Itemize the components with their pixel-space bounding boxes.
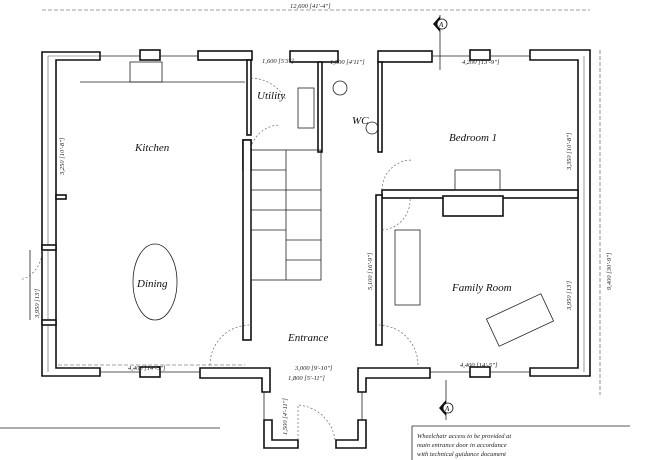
wheelchair-access-note: Wheelchair access to be provided at main… [0, 425, 630, 460]
sofa-icon [485, 293, 555, 347]
toilet-icon [332, 80, 348, 96]
room-label-wc: WC [352, 115, 369, 127]
svg-text:main entrance door in accordan: main entrance door in accordance [417, 442, 507, 449]
dim-utility: 1,600 [5'3"] [262, 58, 294, 65]
room-label-bedroom-1: Bedroom 1 [449, 132, 497, 144]
svg-text:Wheelchair access to be provid: Wheelchair access to be provided at [417, 433, 511, 440]
dim-entrance-width: 3,000 [9'-10"] [294, 365, 333, 372]
interior-walls [41, 59, 579, 346]
section-marker-top: A [433, 15, 448, 70]
fixtures [80, 61, 555, 347]
svg-text:with technical guidance docume: with technical guidance document [417, 451, 506, 458]
dim-dining-width: 4,400 [14'-5"] [128, 365, 166, 372]
room-label-entrance: Entrance [287, 332, 328, 344]
room-label-family-room: Family Room [451, 282, 512, 294]
exterior-walls [41, 49, 591, 449]
dim-porch-depth: 1,500 [4'-11"] [282, 398, 289, 435]
room-label-dining: Dining [136, 278, 168, 290]
bed-icon [454, 169, 501, 191]
dim-bedroom: 4,200 [13'-9"] [462, 59, 500, 66]
wc-basin-icon [365, 121, 379, 135]
svg-text:A: A [444, 405, 450, 413]
dim-entrance-height: 5,100 [16'-9"] [367, 252, 374, 290]
dining-table-icon [132, 243, 178, 321]
room-label-kitchen: Kitchen [134, 142, 170, 154]
dim-family-height: 3,950 [13'] [566, 280, 573, 311]
dim-wc: 1,500 [4'11"] [330, 59, 365, 66]
dim-porch-width: 1,800 [5'-11"] [288, 375, 325, 382]
kitchen-sink-icon [129, 61, 163, 83]
overall-width-label: 12,600 [41'-4"] [290, 3, 331, 10]
section-marker-bottom: A [439, 380, 454, 420]
dim-bedroom-height: 3,350 [10'-8"] [566, 132, 573, 171]
dim-family-width: 4,400 [14'-5"] [460, 362, 498, 369]
dim-kitchen-height: 3,250 [10'-8"] [59, 137, 66, 176]
room-label-utility: Utility [257, 90, 285, 102]
svg-text:A: A [438, 21, 444, 29]
dim-dining-height: 3,950 [13'] [34, 288, 41, 319]
overall-depth-label: 9,400 [30'-9"] [606, 252, 613, 290]
sofa-icon [394, 229, 421, 306]
staircase [250, 149, 322, 281]
washing-machine-icon [297, 87, 315, 129]
door-swings [19, 77, 419, 441]
windows [29, 55, 530, 420]
